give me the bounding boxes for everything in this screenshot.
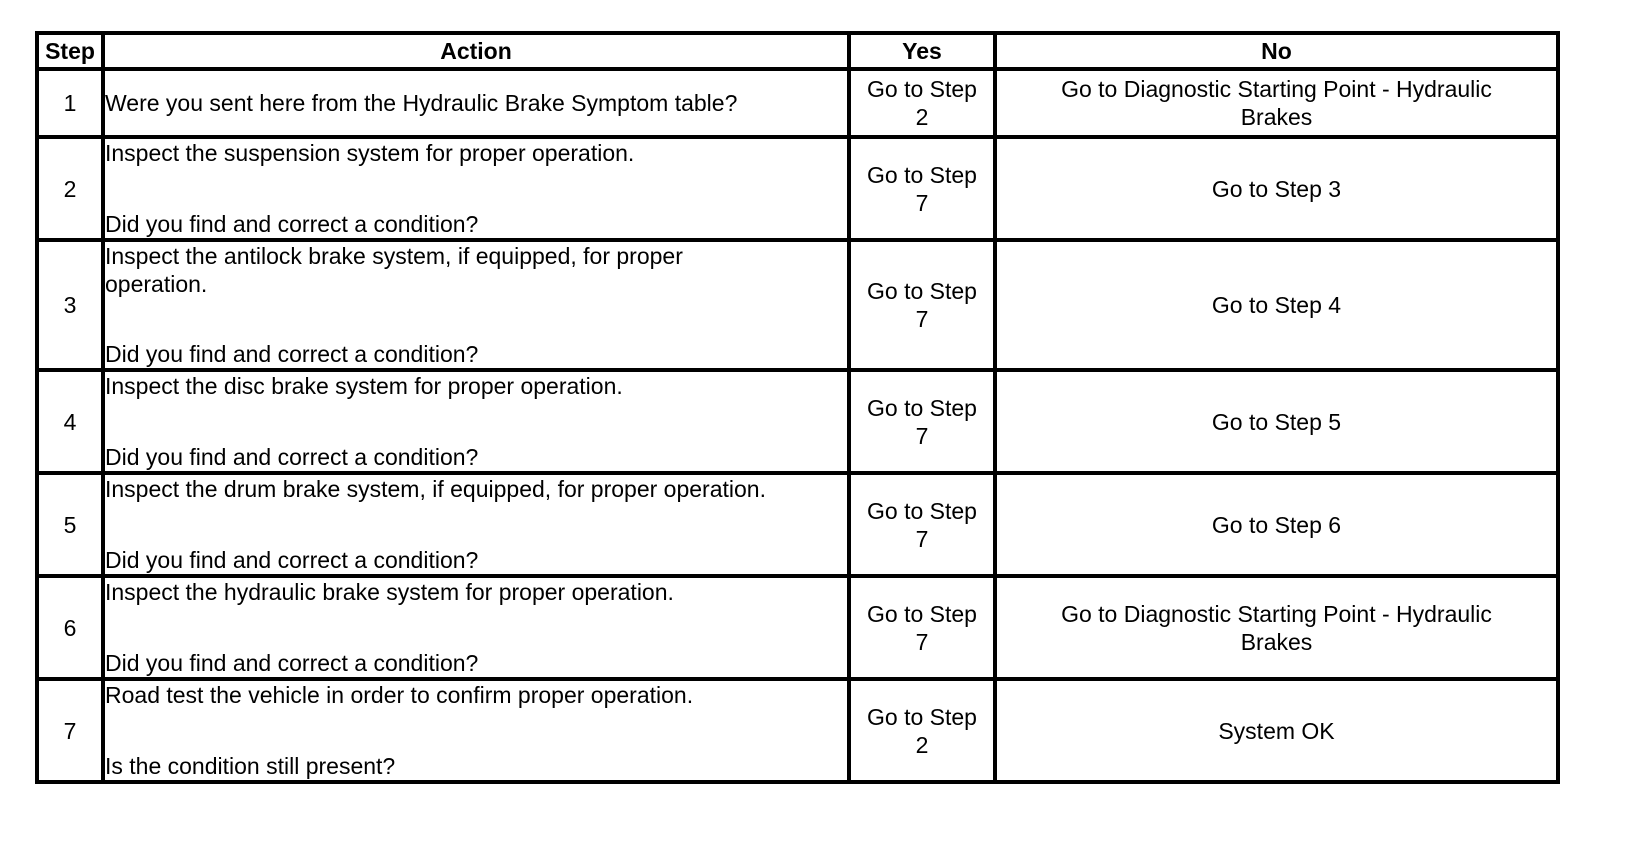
action-question: Did you find and correct a condition? (105, 444, 479, 470)
action-question: Did you find and correct a condition? (105, 650, 479, 676)
diagnostic-table: Step Action Yes No 1 Were you sent here … (35, 31, 1560, 784)
header-yes: Yes (847, 31, 997, 71)
action-instruction: Inspect the disc brake system for proper… (105, 373, 623, 399)
header-step: Step (35, 31, 105, 71)
table-row: 5 Inspect the drum brake system, if equi… (35, 471, 1560, 578)
table-row: 6 Inspect the hydraulic brake system for… (35, 574, 1560, 681)
step-number: 6 (35, 574, 105, 681)
table-row: 4 Inspect the disc brake system for prop… (35, 368, 1560, 475)
no-text-cont: Brakes (1240, 104, 1313, 130)
no-cell: Go to Diagnostic Starting Point - Hydrau… (993, 574, 1560, 681)
yes-step: 7 (915, 422, 929, 449)
no-text: Go to Step 4 (1211, 292, 1342, 318)
yes-text: Go to Step (867, 703, 977, 730)
action-cell: Inspect the hydraulic brake system for p… (101, 574, 851, 681)
yes-cell: Go to Step 2 (847, 677, 997, 784)
action-question: Did you find and correct a condition? (105, 341, 479, 367)
header-action: Action (101, 31, 851, 71)
no-text: Go to Step 5 (1211, 408, 1342, 435)
no-text-cont: Brakes (1240, 628, 1313, 655)
no-cell: Go to Diagnostic Starting Point - Hydrau… (993, 67, 1560, 139)
header-no: No (993, 31, 1560, 71)
table-row: 3 Inspect the antilock brake system, if … (35, 238, 1560, 372)
yes-step: 7 (915, 525, 929, 552)
step-number: 5 (35, 471, 105, 578)
action-question: Did you find and correct a condition? (105, 547, 479, 573)
table-row: 2 Inspect the suspension system for prop… (35, 135, 1560, 242)
action-cell: Inspect the antilock brake system, if eq… (101, 238, 851, 372)
yes-text: Go to Step (867, 278, 977, 304)
table-row: 7 Road test the vehicle in order to conf… (35, 677, 1560, 784)
action-cell: Inspect the disc brake system for proper… (101, 368, 851, 475)
yes-cell: Go to Step 7 (847, 135, 997, 242)
yes-cell: Go to Step 7 (847, 368, 997, 475)
action-cell: Road test the vehicle in order to confir… (101, 677, 851, 784)
action-instruction: Were you sent here from the Hydraulic Br… (105, 90, 738, 116)
no-cell: Go to Step 5 (993, 368, 1560, 475)
yes-text: Go to Step (867, 497, 977, 524)
step-number: 3 (35, 238, 105, 372)
action-cell: Were you sent here from the Hydraulic Br… (101, 67, 851, 139)
action-instruction: Inspect the suspension system for proper… (105, 140, 635, 166)
step-number: 2 (35, 135, 105, 242)
action-question: Did you find and correct a condition? (105, 211, 479, 237)
step-number: 1 (35, 67, 105, 139)
yes-cell: Go to Step 2 (847, 67, 997, 139)
step-number: 7 (35, 677, 105, 784)
yes-step: 7 (915, 306, 929, 332)
no-text: Go to Diagnostic Starting Point - Hydrau… (1061, 600, 1492, 627)
yes-text: Go to Step (867, 600, 977, 627)
yes-step: 2 (915, 731, 929, 758)
yes-step: 7 (915, 189, 929, 216)
action-instruction: Inspect the hydraulic brake system for p… (105, 579, 674, 605)
yes-text: Go to Step (867, 394, 977, 421)
no-cell: System OK (993, 677, 1560, 784)
action-question: Is the condition still present? (105, 753, 396, 779)
no-text: System OK (1218, 717, 1335, 744)
no-text: Go to Step 6 (1211, 511, 1342, 538)
no-cell: Go to Step 3 (993, 135, 1560, 242)
action-cell: Inspect the drum brake system, if equipp… (101, 471, 851, 578)
no-cell: Go to Step 6 (993, 471, 1560, 578)
action-instruction: Inspect the drum brake system, if equipp… (105, 476, 766, 502)
no-text: Go to Step 3 (1211, 175, 1342, 202)
header-row: Step Action Yes No (35, 31, 1560, 71)
yes-step: 7 (915, 628, 929, 655)
yes-text: Go to Step (867, 76, 977, 102)
no-cell: Go to Step 4 (993, 238, 1560, 372)
yes-step: 2 (915, 104, 929, 130)
no-text: Go to Diagnostic Starting Point - Hydrau… (1061, 76, 1492, 102)
yes-text: Go to Step (867, 161, 977, 188)
table-row: 1 Were you sent here from the Hydraulic … (35, 67, 1560, 139)
yes-cell: Go to Step 7 (847, 471, 997, 578)
action-instruction: Inspect the antilock brake system, if eq… (105, 243, 683, 297)
yes-cell: Go to Step 7 (847, 574, 997, 681)
action-instruction: Road test the vehicle in order to confir… (105, 682, 694, 708)
yes-cell: Go to Step 7 (847, 238, 997, 372)
step-number: 4 (35, 368, 105, 475)
action-cell: Inspect the suspension system for proper… (101, 135, 851, 242)
